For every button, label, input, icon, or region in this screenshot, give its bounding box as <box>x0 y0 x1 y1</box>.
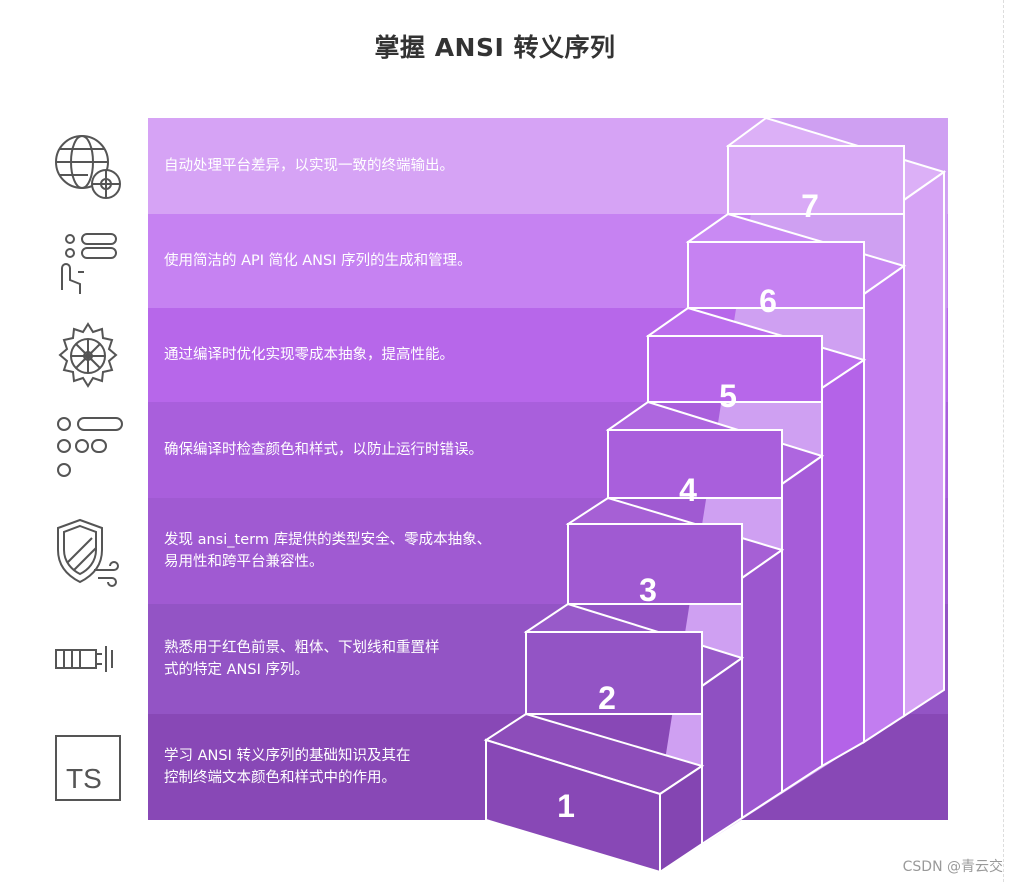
page-right-divider <box>1003 0 1004 882</box>
step-1-text: 学习 ANSI 转义序列的基础知识及其在 控制终端文本颜色和样式中的作用。 <box>164 748 411 786</box>
gear-icon <box>58 322 118 388</box>
step-number-7: 7 <box>801 188 819 224</box>
step-band-5: 通过编译时优化实现零成本抽象，提高性能。 <box>148 308 948 402</box>
step-number-6: 6 <box>759 283 777 319</box>
watermark: CSDN @青云交 <box>902 859 1003 875</box>
battery-bars-icon <box>55 646 113 672</box>
step-number-2: 2 <box>598 680 616 716</box>
step-number-3: 3 <box>639 572 657 608</box>
step-7-text: 自动处理平台差异，以实现一致的终端输出。 <box>164 158 454 174</box>
step-number-4: 4 <box>679 472 697 508</box>
globe-gear-icon <box>55 135 121 199</box>
step-band-6: 使用简洁的 API 简化 ANSI 序列的生成和管理。 <box>148 214 948 308</box>
page-title: 掌握 ANSI 转义序列 <box>374 33 616 62</box>
step-4-text: 确保编译时检查颜色和样式，以防止运行时错误。 <box>164 442 483 458</box>
step-number-5: 5 <box>719 378 737 414</box>
step-6-text: 使用简洁的 API 简化 ANSI 序列的生成和管理。 <box>164 253 472 269</box>
step-3-text: 发现 ansi_term 库提供的类型安全、零成本抽象、 易用性和跨平台兼容性。 <box>164 532 492 570</box>
step-band-4: 确保编译时检查颜色和样式，以防止运行时错误。 <box>148 402 948 498</box>
step-band-2: 熟悉用于红色前景、粗体、下划线和重置样 式的特定 ANSI 序列。 <box>148 604 948 714</box>
step-band-3: 发现 ansi_term 库提供的类型安全、零成本抽象、 易用性和跨平台兼容性。 <box>148 498 948 604</box>
toggle-list-icon <box>57 417 123 477</box>
step-2-text: 熟悉用于红色前景、粗体、下划线和重置样 式的特定 ANSI 序列。 <box>164 640 440 678</box>
svg-text:TS: TS <box>66 763 102 794</box>
ts-icon: TS <box>55 735 121 801</box>
tap-list-icon <box>61 233 117 294</box>
shield-wind-icon <box>57 518 119 587</box>
step-number-1: 1 <box>557 788 575 824</box>
step-5-text: 通过编译时优化实现零成本抽象，提高性能。 <box>164 347 454 363</box>
